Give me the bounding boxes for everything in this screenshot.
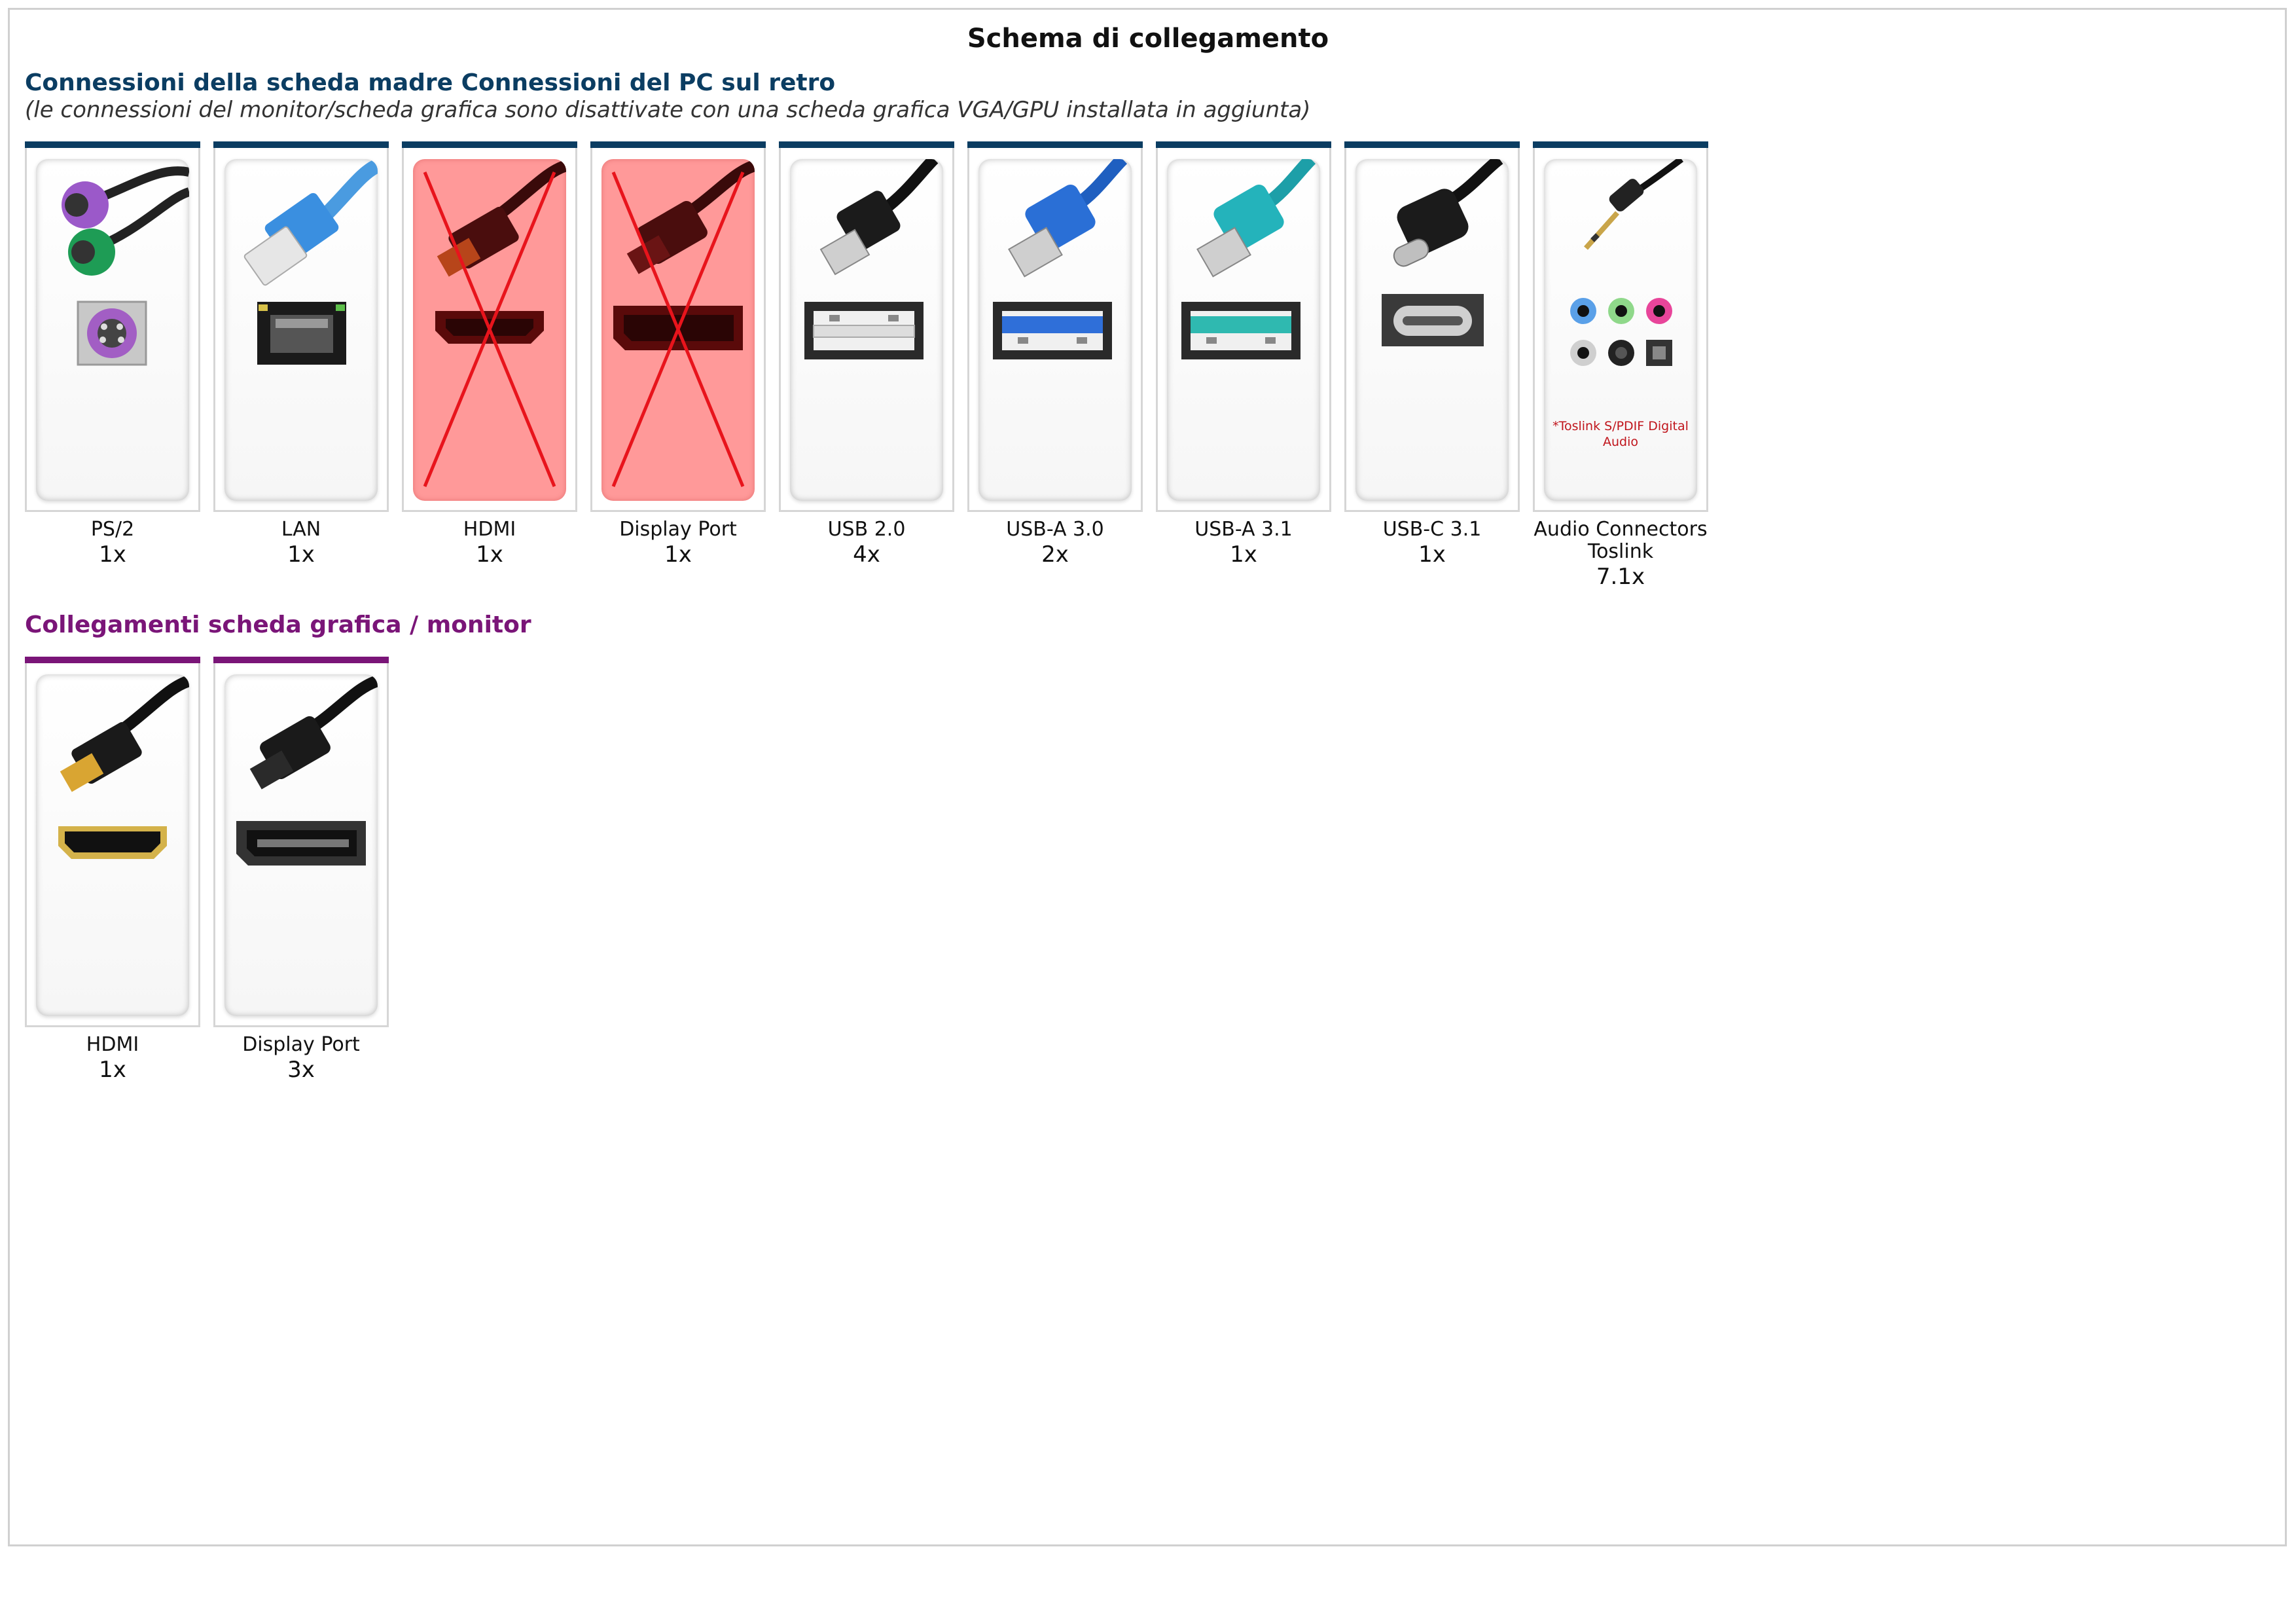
usb2-connector-icon [804, 159, 939, 359]
motherboard-heading: Connessioni della scheda madre Connessio… [25, 69, 836, 96]
accent-bar [1344, 141, 1520, 148]
port-image [1355, 159, 1509, 501]
port-card-usb-a31: USB-A 3.1 1x [1156, 141, 1331, 591]
port-card-box [590, 141, 766, 512]
port-card-box [25, 141, 200, 512]
port-count: 1x [664, 541, 692, 568]
hdmi-connector-icon [423, 160, 566, 487]
accent-bar [590, 141, 766, 148]
accent-bar [213, 657, 389, 663]
accent-bar [25, 657, 200, 663]
port-label: Audio Connectors Toslink [1534, 519, 1707, 563]
gpu-ports-row: HDMI 1x Display Port 3x [25, 657, 389, 1084]
port-count: 1x [1230, 541, 1257, 568]
port-card-box [402, 141, 577, 512]
port-card-box [779, 141, 954, 512]
port-count: 2x [1041, 541, 1069, 568]
port-count: 1x [476, 541, 503, 568]
accent-bar [213, 141, 389, 148]
gpu-port-card-hdmi: HDMI 1x [25, 657, 200, 1084]
port-image [224, 674, 378, 1016]
page-title: Schema di collegamento [967, 24, 1329, 54]
port-image [36, 674, 189, 1016]
ps2-connector-icon [62, 166, 189, 366]
port-image [978, 159, 1132, 501]
accent-bar [402, 141, 577, 148]
port-label-line2: Toslink [1587, 540, 1654, 563]
port-label: USB-A 3.0 [1006, 518, 1104, 541]
lan-connector-icon [243, 159, 378, 365]
port-card-box [1156, 141, 1331, 512]
port-card-lan: LAN 1x [213, 141, 389, 591]
port-card-box [213, 141, 389, 512]
port-card-box: *Toslink S/PDIF Digital Audio [1533, 141, 1708, 512]
accent-bar [967, 141, 1143, 148]
port-card-box [967, 141, 1143, 512]
port-image [790, 159, 943, 501]
port-card-usb-c: USB-C 3.1 1x [1344, 141, 1520, 591]
port-count: 1x [287, 541, 315, 568]
port-label: USB-A 3.1 [1194, 518, 1293, 541]
port-count: 4x [853, 541, 880, 568]
displayport-connector-icon [236, 675, 378, 866]
port-label: Display Port [242, 1033, 360, 1056]
port-image: *Toslink S/PDIF Digital Audio [1544, 159, 1697, 501]
audio-connectors-icon: *Toslink S/PDIF Digital Audio [1552, 159, 1689, 449]
port-card-usb-a30: USB-A 3.0 2x [967, 141, 1143, 591]
port-image [36, 159, 189, 501]
usb-c-connector-icon [1382, 159, 1503, 346]
port-label: PS/2 [90, 518, 135, 541]
port-card-hdmi-disabled: HDMI 1x [402, 141, 577, 591]
port-card-ps2: PS/2 1x [25, 141, 200, 591]
toslink-note-line1: *Toslink S/PDIF Digital [1552, 419, 1689, 433]
port-label: HDMI [86, 1033, 139, 1056]
usb-a31-connector-icon [1181, 159, 1316, 359]
port-label-line1: Audio Connectors [1534, 518, 1708, 541]
displayport-connector-icon [611, 160, 755, 487]
accent-bar [779, 141, 954, 148]
gpu-heading: Collegamenti scheda grafica / monitor [25, 611, 531, 638]
port-count: 1x [99, 1057, 126, 1083]
port-image [1167, 159, 1320, 501]
port-card-box [213, 657, 389, 1027]
port-label: HDMI [463, 518, 516, 541]
accent-bar [1156, 141, 1331, 148]
gpu-port-card-displayport: Display Port 3x [213, 657, 389, 1084]
port-label: USB 2.0 [827, 518, 906, 541]
port-count: 7.1x [1596, 564, 1645, 590]
port-card-box [1344, 141, 1520, 512]
accent-bar [25, 141, 200, 148]
port-card-audio: *Toslink S/PDIF Digital Audio Audio Conn… [1533, 141, 1708, 591]
motherboard-note: (le connessioni del monitor/scheda grafi… [25, 97, 1311, 123]
port-count: 1x [99, 541, 126, 568]
port-label: USB-C 3.1 [1382, 518, 1482, 541]
port-count: 1x [1418, 541, 1446, 568]
hdmi-connector-icon [58, 675, 189, 859]
usb-a30-connector-icon [993, 159, 1128, 359]
port-card-usb2: USB 2.0 4x [779, 141, 954, 591]
port-count: 3x [287, 1057, 315, 1083]
port-card-box [25, 657, 200, 1027]
toslink-note-line2: Audio [1603, 435, 1638, 449]
port-image-disabled [413, 159, 566, 501]
port-image [224, 159, 378, 501]
port-label: Display Port [619, 518, 737, 541]
port-label: LAN [281, 518, 321, 541]
port-image-disabled [601, 159, 755, 501]
accent-bar [1533, 141, 1708, 148]
motherboard-ports-row: PS/2 1x LAN 1x [25, 141, 1708, 591]
port-card-displayport-disabled: Display Port 1x [590, 141, 766, 591]
